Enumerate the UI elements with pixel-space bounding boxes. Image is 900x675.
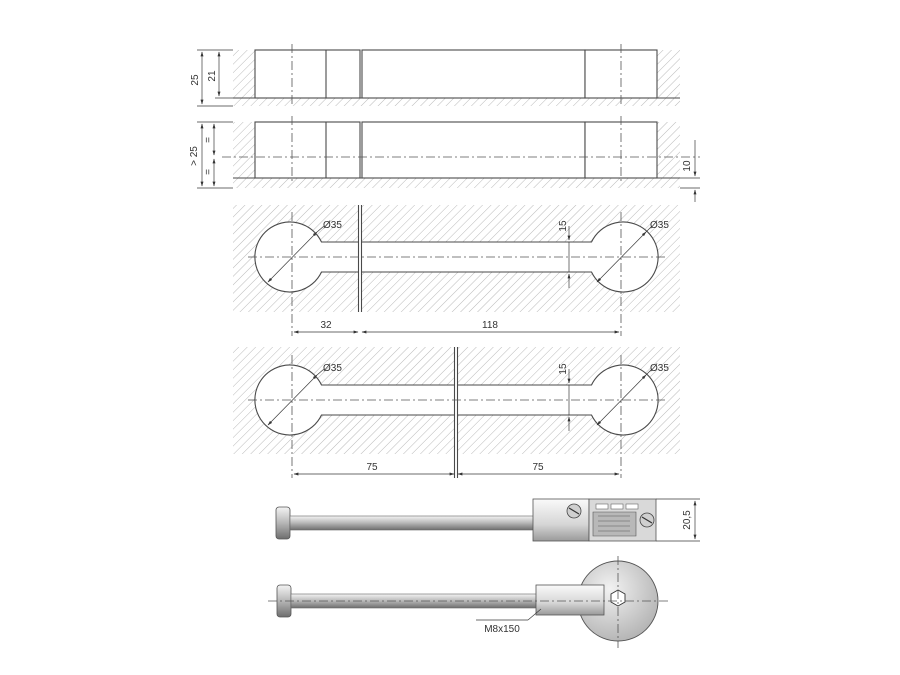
- dim-equal-top: =: [203, 137, 214, 143]
- connector-side-view: 20,5: [275, 498, 700, 542]
- dim-height-20-5: 20,5: [682, 510, 693, 530]
- connector-body: [535, 584, 605, 616]
- dim-span-32: 32: [320, 320, 332, 331]
- bolt-rod: [289, 515, 537, 531]
- dim-depth-10: 10: [682, 160, 693, 172]
- dim-span-75-left: 75: [366, 462, 378, 473]
- connector-body: [532, 498, 590, 542]
- dim-height-21: 21: [207, 70, 218, 82]
- dim-span-118: 118: [482, 320, 498, 331]
- bolt-head: [275, 506, 291, 540]
- dim-diameter-right-b: Ø35: [650, 363, 669, 374]
- connector-top-view: M8x150: [268, 556, 668, 648]
- mortise-section-view: > 25 = = 10: [189, 116, 700, 202]
- dim-slot-width-a: 15: [558, 220, 569, 232]
- bolt-spec-label: M8x150: [484, 624, 520, 635]
- dim-diameter-left-b: Ø35: [323, 363, 342, 374]
- plan-view-75-75: Ø35 Ø35 15 75 75: [233, 347, 680, 478]
- dim-diameter-right-a: Ø35: [650, 220, 669, 231]
- dim-equal-bottom: =: [203, 169, 214, 175]
- dim-span-75-right: 75: [532, 462, 544, 473]
- side-section-view: 25 21: [190, 44, 680, 107]
- dim-min-25: > 25: [189, 146, 200, 166]
- dim-height-25: 25: [190, 74, 201, 86]
- plan-view-32-118: Ø35 Ø35 15 32 118: [233, 205, 680, 336]
- dim-diameter-left-a: Ø35: [323, 220, 342, 231]
- dim-slot-width-b: 15: [558, 363, 569, 375]
